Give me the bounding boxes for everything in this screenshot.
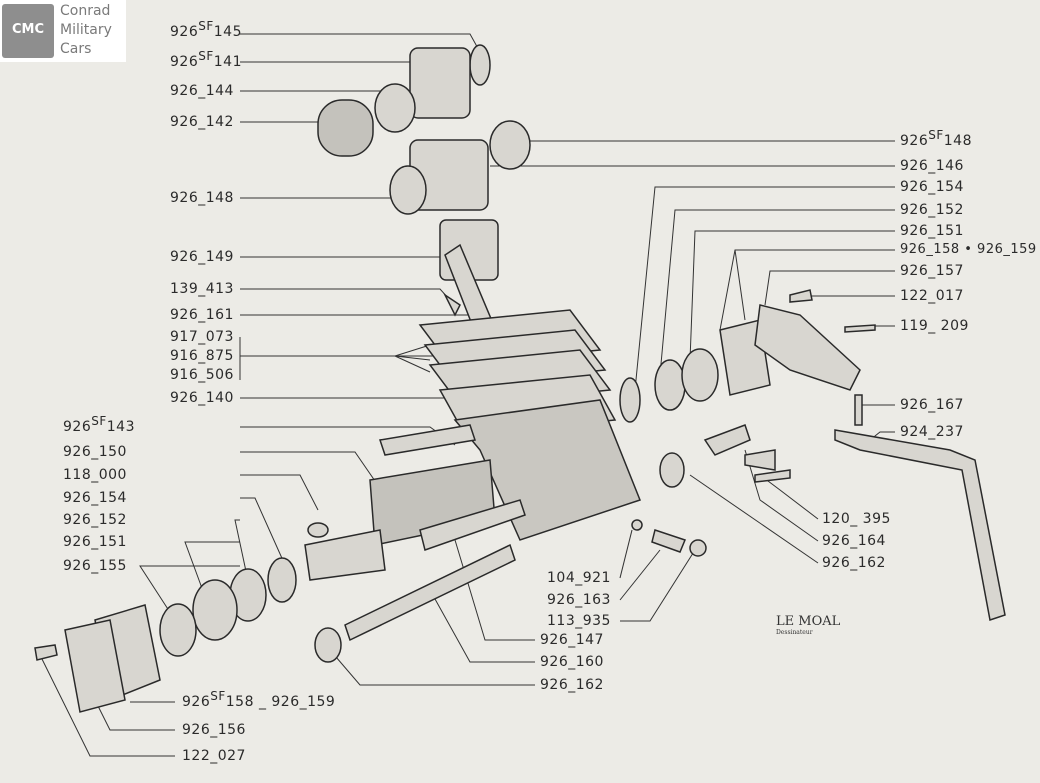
label-926-SF141: 926SF141: [170, 49, 242, 70]
label-926-154-bot: 926_154: [63, 490, 127, 506]
label-926-148: 926_148: [170, 190, 234, 206]
label-926-155: 926_155: [63, 558, 127, 574]
label-924-237: 924_237: [900, 424, 964, 440]
label-926-SF145: 926SF145: [170, 19, 242, 40]
label-926-150: 926_150: [63, 444, 127, 460]
logo-line-3: Cars: [60, 41, 92, 57]
label-119-209: 119_ 209: [900, 318, 969, 334]
label-926-160: 926_160: [540, 654, 604, 670]
label-926-146: 926_146: [900, 158, 964, 174]
label-139-413: 139_413: [170, 281, 234, 297]
label-926-167: 926_167: [900, 397, 964, 413]
label-926-157: 926_157: [900, 263, 964, 279]
label-926-154-top: 926_154: [900, 179, 964, 195]
label-122-017: 122_017: [900, 288, 964, 304]
label-926-142: 926_142: [170, 114, 234, 130]
label-926-144: 926_144: [170, 83, 234, 99]
label-104-921: 104_921: [547, 570, 611, 586]
label-926-152-top: 926_152: [900, 202, 964, 218]
label-926-158-926-159: 926_158 • 926_159: [900, 242, 1037, 257]
label-926-149: 926_149: [170, 249, 234, 265]
label-926-163: 926_163: [547, 592, 611, 608]
label-926-164: 926_164: [822, 533, 886, 549]
label-926-156: 926_156: [182, 722, 246, 738]
label-926-161: 926_161: [170, 307, 234, 323]
label-122-027: 122_027: [182, 748, 246, 764]
logo-line-2: Military: [60, 22, 112, 38]
label-118-000: 118_000: [63, 467, 127, 483]
label-120-395: 120_ 395: [822, 511, 891, 527]
signature-role: Dessinateur: [776, 629, 813, 636]
label-916-506: 916_506: [170, 367, 234, 383]
logo-line-1: Conrad: [60, 3, 111, 19]
label-926-162-right: 926_162: [822, 555, 886, 571]
label-926-SF148: 926SF148: [900, 128, 972, 149]
logo-badge-text: CMC: [11, 22, 45, 37]
label-917-073: 917_073: [170, 329, 234, 345]
label-926-151-bot: 926_151: [63, 534, 127, 550]
label-926-147: 926_147: [540, 632, 604, 648]
label-926-140: 926_140: [170, 390, 234, 406]
logo-badge: [2, 4, 54, 58]
label-926-152-bot: 926_152: [63, 512, 127, 528]
label-916-875: 916_875: [170, 348, 234, 364]
signature-name: LE MOAL: [776, 614, 841, 629]
label-113-935: 113_935: [547, 613, 611, 629]
label-926-SF158-926-159: 926SF158 _ 926_159: [182, 689, 336, 710]
logo: CMC Conrad Military Cars: [0, 0, 126, 62]
draftsman-signature: LE MOAL Dessinateur: [776, 614, 840, 636]
label-926-162-bot: 926_162: [540, 677, 604, 693]
label-926-SF143: 926SF143: [63, 414, 135, 435]
label-926-151-top: 926_151: [900, 223, 964, 239]
parts: [34, 44, 1006, 713]
